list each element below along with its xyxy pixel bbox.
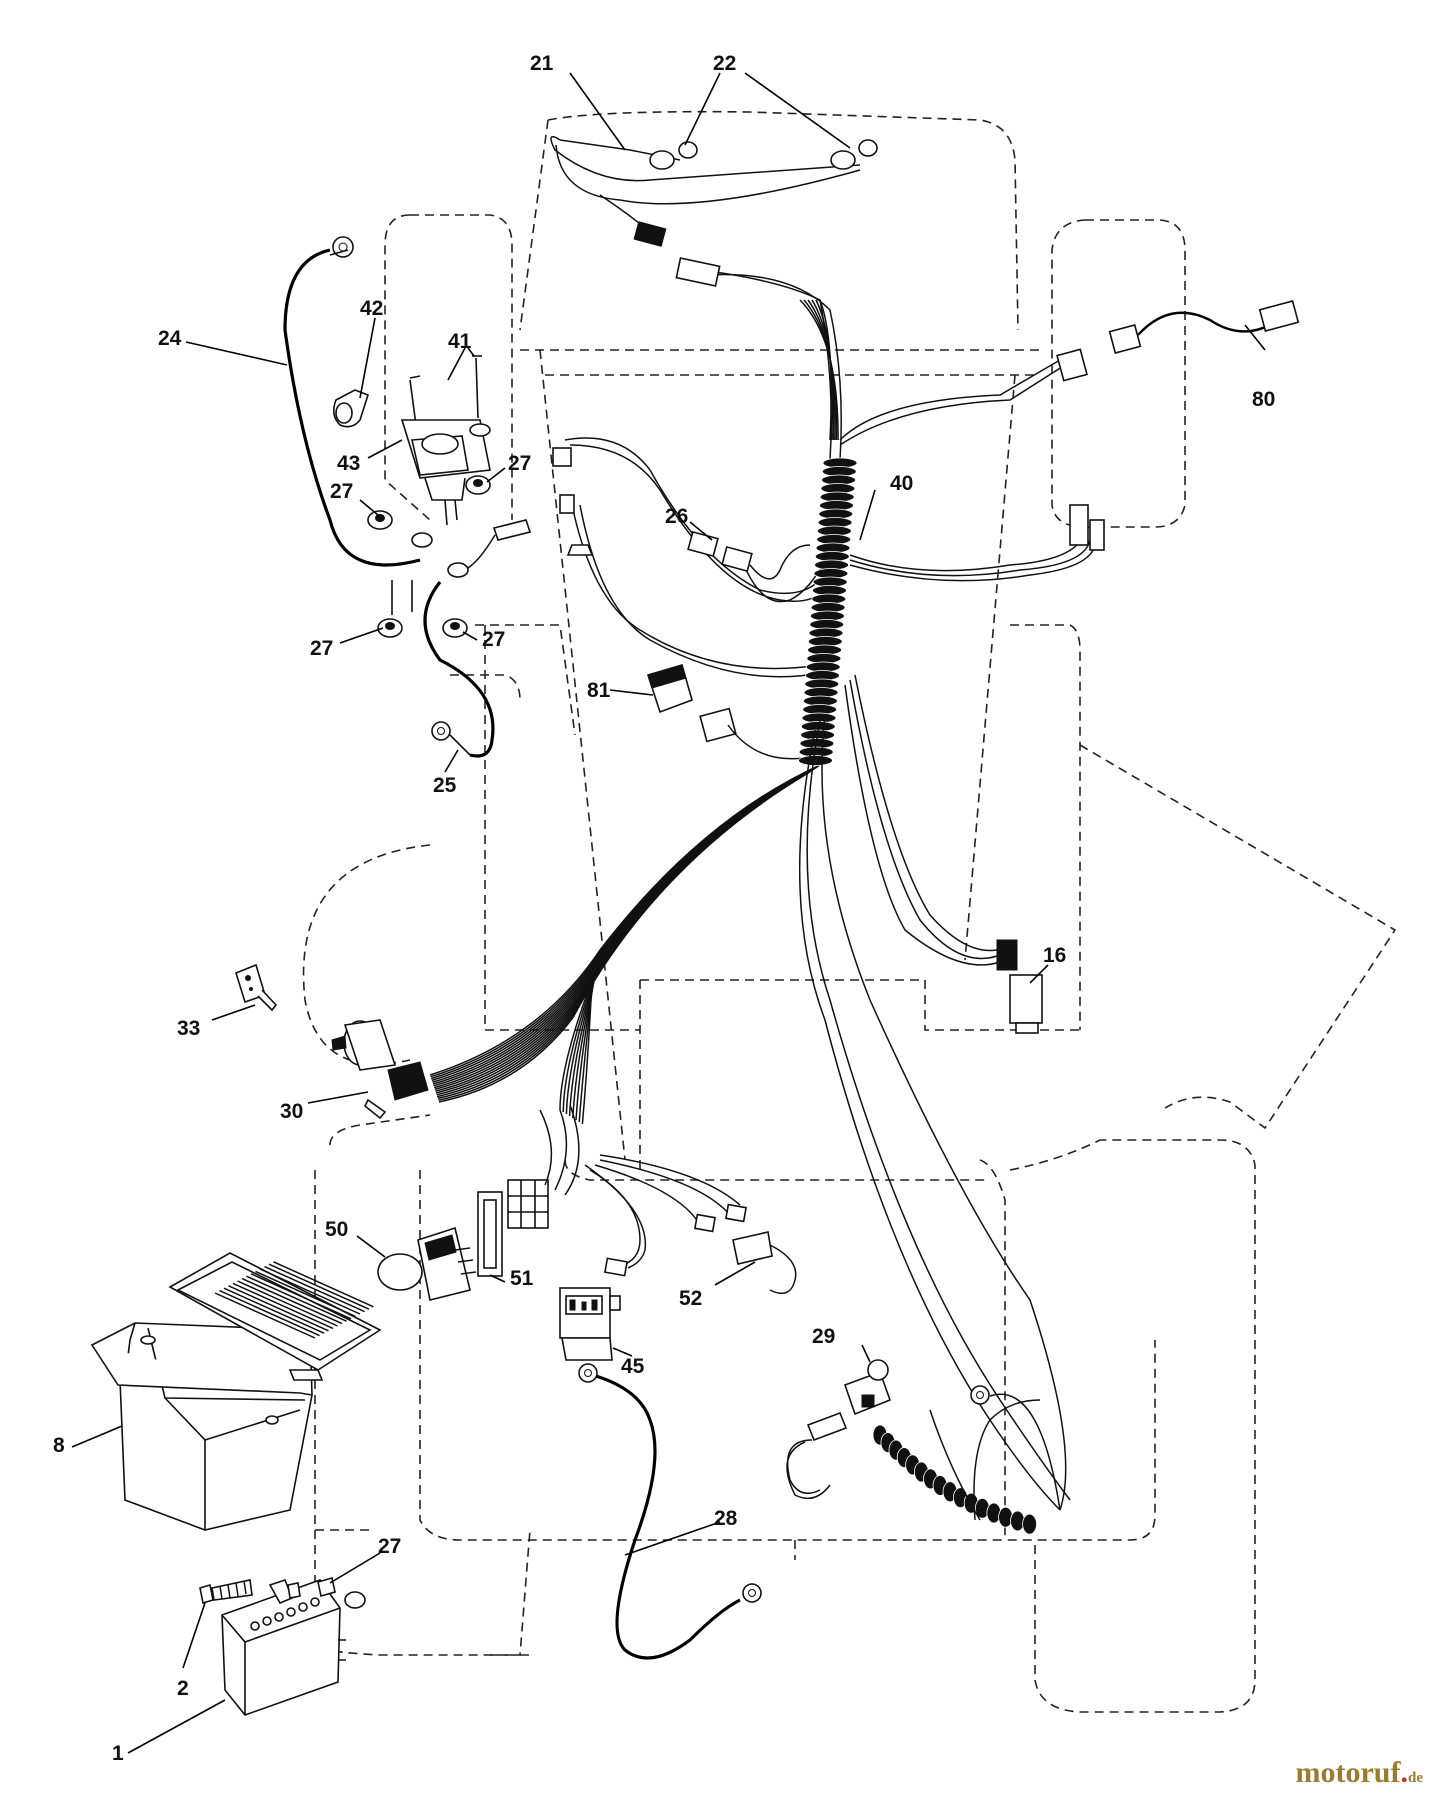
watermark-logo: motoruf.de: [1296, 1756, 1423, 1790]
callout-27-lower-right: 27: [482, 628, 505, 651]
callout-29: 29: [812, 1325, 835, 1348]
callout-27-solenoid-left: 27: [330, 480, 353, 503]
callout-80: 80: [1252, 388, 1275, 411]
solenoid-terminals: [391, 519, 532, 615]
key-33: [235, 963, 278, 1012]
callout-41: 41: [448, 330, 472, 353]
right-branch: [798, 674, 1071, 1511]
callout-33: 33: [177, 1017, 200, 1040]
callout-42: 42: [360, 297, 383, 320]
callout-28: 28: [714, 1507, 738, 1530]
boot-42: [332, 389, 369, 428]
connector-80: [1056, 299, 1300, 382]
switch-16: [996, 939, 1043, 1034]
solenoid-43: [400, 355, 491, 526]
coiled-cable: [786, 1385, 1061, 1535]
callout-26: 26: [665, 505, 688, 528]
bezel-51: [477, 1191, 503, 1277]
fuse-holder-26: [687, 530, 811, 580]
leader-lines: [71, 72, 1266, 1754]
callout-1: 1: [112, 1742, 124, 1765]
bulb-right: [830, 139, 878, 170]
nut-27: [367, 475, 491, 638]
ground-cable-24: [283, 236, 421, 567]
callout-8: 8: [53, 1434, 65, 1457]
harness-sleeve: [839, 359, 1096, 582]
battery-1: [221, 1579, 366, 1716]
callout-52: 52: [679, 1287, 702, 1310]
callout-2: 2: [177, 1677, 189, 1700]
callout-50: 50: [325, 1218, 348, 1241]
headlight-harness: [550, 135, 861, 461]
bolt-2: [199, 1576, 336, 1605]
watermark-dot: .: [1400, 1756, 1409, 1789]
bulb-left: [649, 141, 698, 170]
switch-50: [377, 1226, 477, 1301]
callout-25: 25: [433, 774, 457, 797]
callout-16: 16: [1043, 944, 1066, 967]
ignition-switch-30: [331, 1019, 429, 1120]
callout-51: 51: [510, 1267, 534, 1290]
callout-30: 30: [280, 1100, 303, 1123]
callout-40: 40: [890, 472, 913, 495]
callout-81: 81: [587, 679, 611, 702]
sleeve-coils: [798, 457, 858, 766]
relay-81: [646, 664, 821, 760]
callout-27-solenoid-right: 27: [508, 452, 531, 475]
tractor-outline: [302, 110, 1397, 1713]
callout-27-battery: 27: [378, 1535, 401, 1558]
callout-45: 45: [621, 1355, 645, 1378]
callout-43: 43: [337, 452, 360, 475]
main-wire-bundle: [429, 299, 839, 1125]
connector-right: [1069, 504, 1105, 551]
watermark-main: motoruf: [1295, 1756, 1401, 1789]
callout-22: 22: [713, 52, 736, 75]
cable-28: [578, 1363, 762, 1660]
plug-connector: [507, 1179, 549, 1229]
lower-wires: [539, 1104, 748, 1277]
sensor-29: [843, 1359, 892, 1416]
watermark-tld: de: [1408, 1770, 1423, 1786]
cable-25: [423, 581, 495, 758]
callout-24: 24: [158, 327, 182, 350]
connector-52: [732, 1231, 797, 1295]
callout-27-lower-left: 27: [310, 637, 333, 660]
side-wires: [552, 437, 826, 678]
callout-21: 21: [530, 52, 554, 75]
battery-box-8: [90, 1252, 382, 1531]
hour-meter-45: [559, 1287, 621, 1361]
callout-labels: 1 2 8 16 21 22 24 25 26 27 27 27 27 27 2…: [53, 52, 1275, 1765]
